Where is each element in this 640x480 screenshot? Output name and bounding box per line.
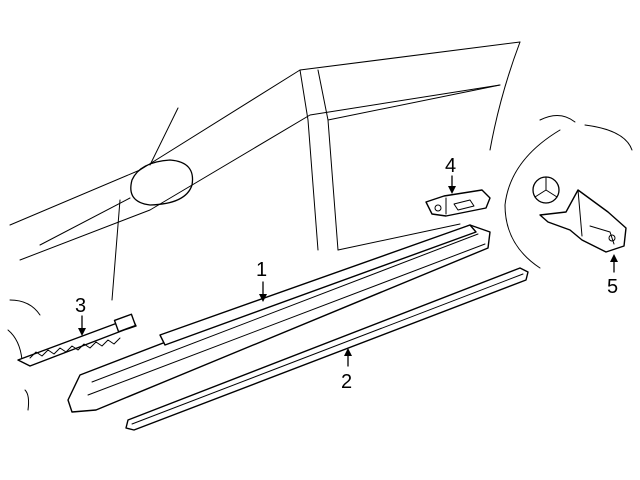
- part-5-end-bracket: [539, 189, 627, 253]
- callout-2: 2: [341, 371, 352, 393]
- three-pointed-star-icon: [532, 176, 560, 204]
- side-mirror: [130, 159, 194, 206]
- callout-1: 1: [256, 259, 267, 281]
- callout-5: 5: [607, 276, 618, 298]
- part-1-rocker-molding: [67, 224, 491, 413]
- part-3-retainer-strip: [17, 313, 137, 367]
- callout-3: 3: [75, 295, 86, 317]
- vehicle-body-outline: [7, 41, 633, 411]
- part-2-trim-strip: [125, 267, 529, 431]
- callout-4: 4: [445, 155, 456, 177]
- part-4-bracket: [425, 189, 491, 217]
- leader-lines: [78, 175, 618, 367]
